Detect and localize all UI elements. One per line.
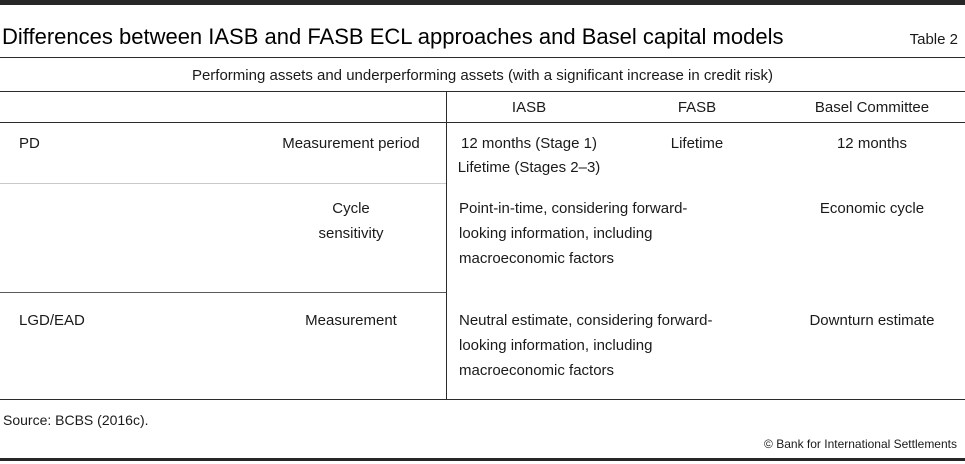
rule-under-column-headers	[0, 122, 965, 123]
section-separator	[0, 292, 446, 293]
row-separator-light	[0, 183, 446, 184]
rule-under-title	[0, 57, 965, 58]
row3-iasb-fasb-value: Neutral estimate, considering forward- l…	[459, 312, 713, 379]
bottom-accent-bar	[0, 458, 965, 461]
source-note: Source: BCBS (2016c).	[3, 412, 149, 428]
page-title: Differences between IASB and FASB ECL ap…	[2, 24, 784, 49]
row1-iasb-value: 12 months (Stage 1) Lifetime (Stages 2–3…	[457, 135, 601, 176]
spanning-header: Performing assets and underperforming as…	[191, 67, 774, 84]
column-header-basel: Basel Committee	[814, 99, 930, 116]
top-accent-bar	[0, 0, 965, 5]
column-header-fasb: FASB	[677, 99, 717, 116]
row1-attribute: Measurement period	[282, 135, 420, 152]
row1-fasb-value: Lifetime	[670, 135, 724, 152]
rule-table-bottom	[0, 399, 965, 400]
row1-basel-value: 12 months	[836, 135, 908, 152]
row3-attribute: Measurement	[305, 312, 397, 329]
column-header-iasb: IASB	[511, 99, 547, 116]
rule-under-spanning-header	[0, 91, 965, 92]
vertical-divider	[446, 91, 447, 399]
copyright-note: © Bank for International Settlements	[764, 437, 957, 451]
row1-category: PD	[19, 135, 40, 152]
table-number-label: Table 2	[909, 31, 958, 48]
row2-iasb-fasb-value: Point-in-time, considering forward- look…	[459, 200, 688, 267]
row2-attribute: Cycle sensitivity	[318, 200, 384, 242]
row3-basel-value: Downturn estimate	[809, 312, 935, 329]
row2-basel-value: Economic cycle	[819, 200, 925, 217]
row3-category: LGD/EAD	[19, 312, 85, 329]
